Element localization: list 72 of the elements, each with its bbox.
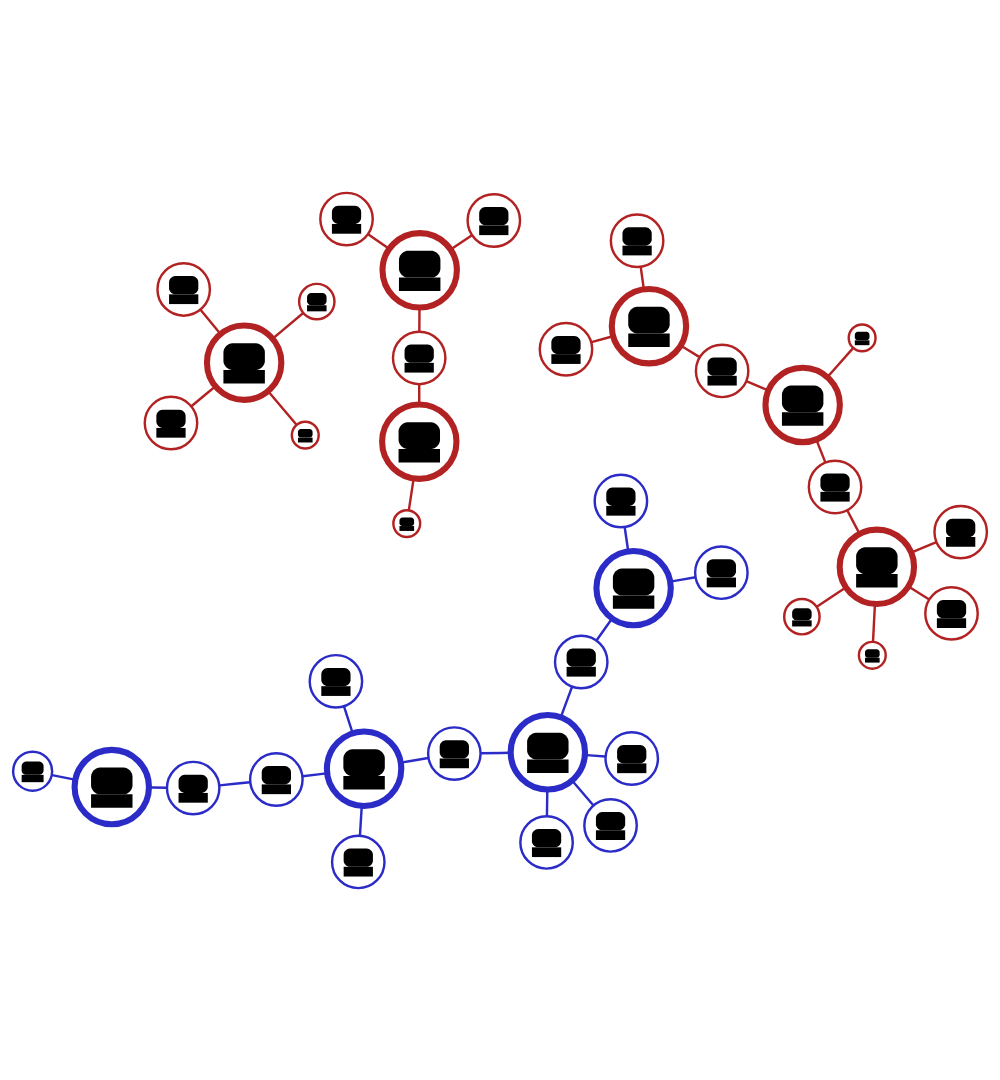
node-person bbox=[807, 459, 863, 514]
node-person bbox=[143, 395, 199, 450]
connector bbox=[199, 308, 222, 334]
connector bbox=[358, 805, 363, 836]
connector bbox=[571, 779, 595, 806]
connector bbox=[342, 705, 354, 734]
connector bbox=[367, 232, 390, 250]
node-person bbox=[11, 750, 54, 792]
connector bbox=[585, 753, 606, 758]
node-person bbox=[290, 420, 320, 450]
node-person bbox=[379, 401, 460, 482]
node-person bbox=[538, 321, 594, 377]
node-person bbox=[847, 322, 877, 352]
connector bbox=[591, 334, 614, 343]
node-person bbox=[392, 508, 422, 538]
connector bbox=[400, 756, 429, 764]
node-person bbox=[836, 526, 918, 607]
node-person bbox=[466, 192, 522, 248]
node-person bbox=[693, 544, 749, 600]
node-person bbox=[519, 814, 574, 870]
connector bbox=[450, 233, 473, 250]
connector bbox=[826, 347, 854, 378]
connector bbox=[559, 685, 574, 717]
node-person bbox=[783, 597, 821, 636]
node-person bbox=[857, 640, 887, 670]
connector bbox=[480, 751, 511, 754]
connector bbox=[219, 780, 251, 787]
node-person bbox=[933, 504, 989, 560]
connector bbox=[595, 617, 614, 641]
connector bbox=[680, 344, 701, 358]
node-person bbox=[391, 330, 447, 385]
connector bbox=[302, 771, 328, 777]
node-person bbox=[553, 634, 609, 689]
node-person bbox=[319, 191, 374, 246]
node-person bbox=[248, 751, 304, 807]
connector bbox=[639, 266, 646, 289]
connector bbox=[871, 603, 877, 642]
connector bbox=[149, 785, 167, 789]
connector bbox=[545, 789, 549, 816]
connector bbox=[267, 389, 298, 426]
connector bbox=[846, 509, 861, 534]
node-person bbox=[71, 746, 152, 827]
connector bbox=[51, 773, 76, 781]
connector bbox=[190, 384, 217, 407]
node-person bbox=[426, 725, 482, 781]
node-person bbox=[762, 364, 843, 445]
connector bbox=[670, 575, 696, 583]
node-person bbox=[924, 585, 979, 641]
node-person bbox=[203, 321, 285, 403]
node-person bbox=[297, 282, 336, 320]
node-person bbox=[583, 797, 638, 853]
node-person bbox=[694, 342, 750, 398]
node-person bbox=[593, 473, 649, 528]
node-person bbox=[156, 261, 212, 317]
node-person bbox=[609, 212, 665, 268]
node-person bbox=[507, 711, 589, 792]
connector bbox=[907, 585, 930, 600]
connector bbox=[816, 586, 847, 608]
connector bbox=[910, 540, 937, 554]
node-person bbox=[308, 653, 364, 709]
connector bbox=[418, 384, 421, 404]
node-person bbox=[330, 834, 386, 889]
node-person bbox=[165, 760, 221, 815]
connector bbox=[272, 311, 304, 339]
connector bbox=[745, 379, 769, 391]
node-person bbox=[379, 229, 460, 311]
node-person bbox=[323, 728, 405, 809]
connector bbox=[623, 526, 630, 551]
node-person bbox=[593, 547, 674, 628]
connector bbox=[418, 307, 421, 332]
node-person bbox=[608, 285, 690, 366]
node-person bbox=[604, 730, 660, 786]
